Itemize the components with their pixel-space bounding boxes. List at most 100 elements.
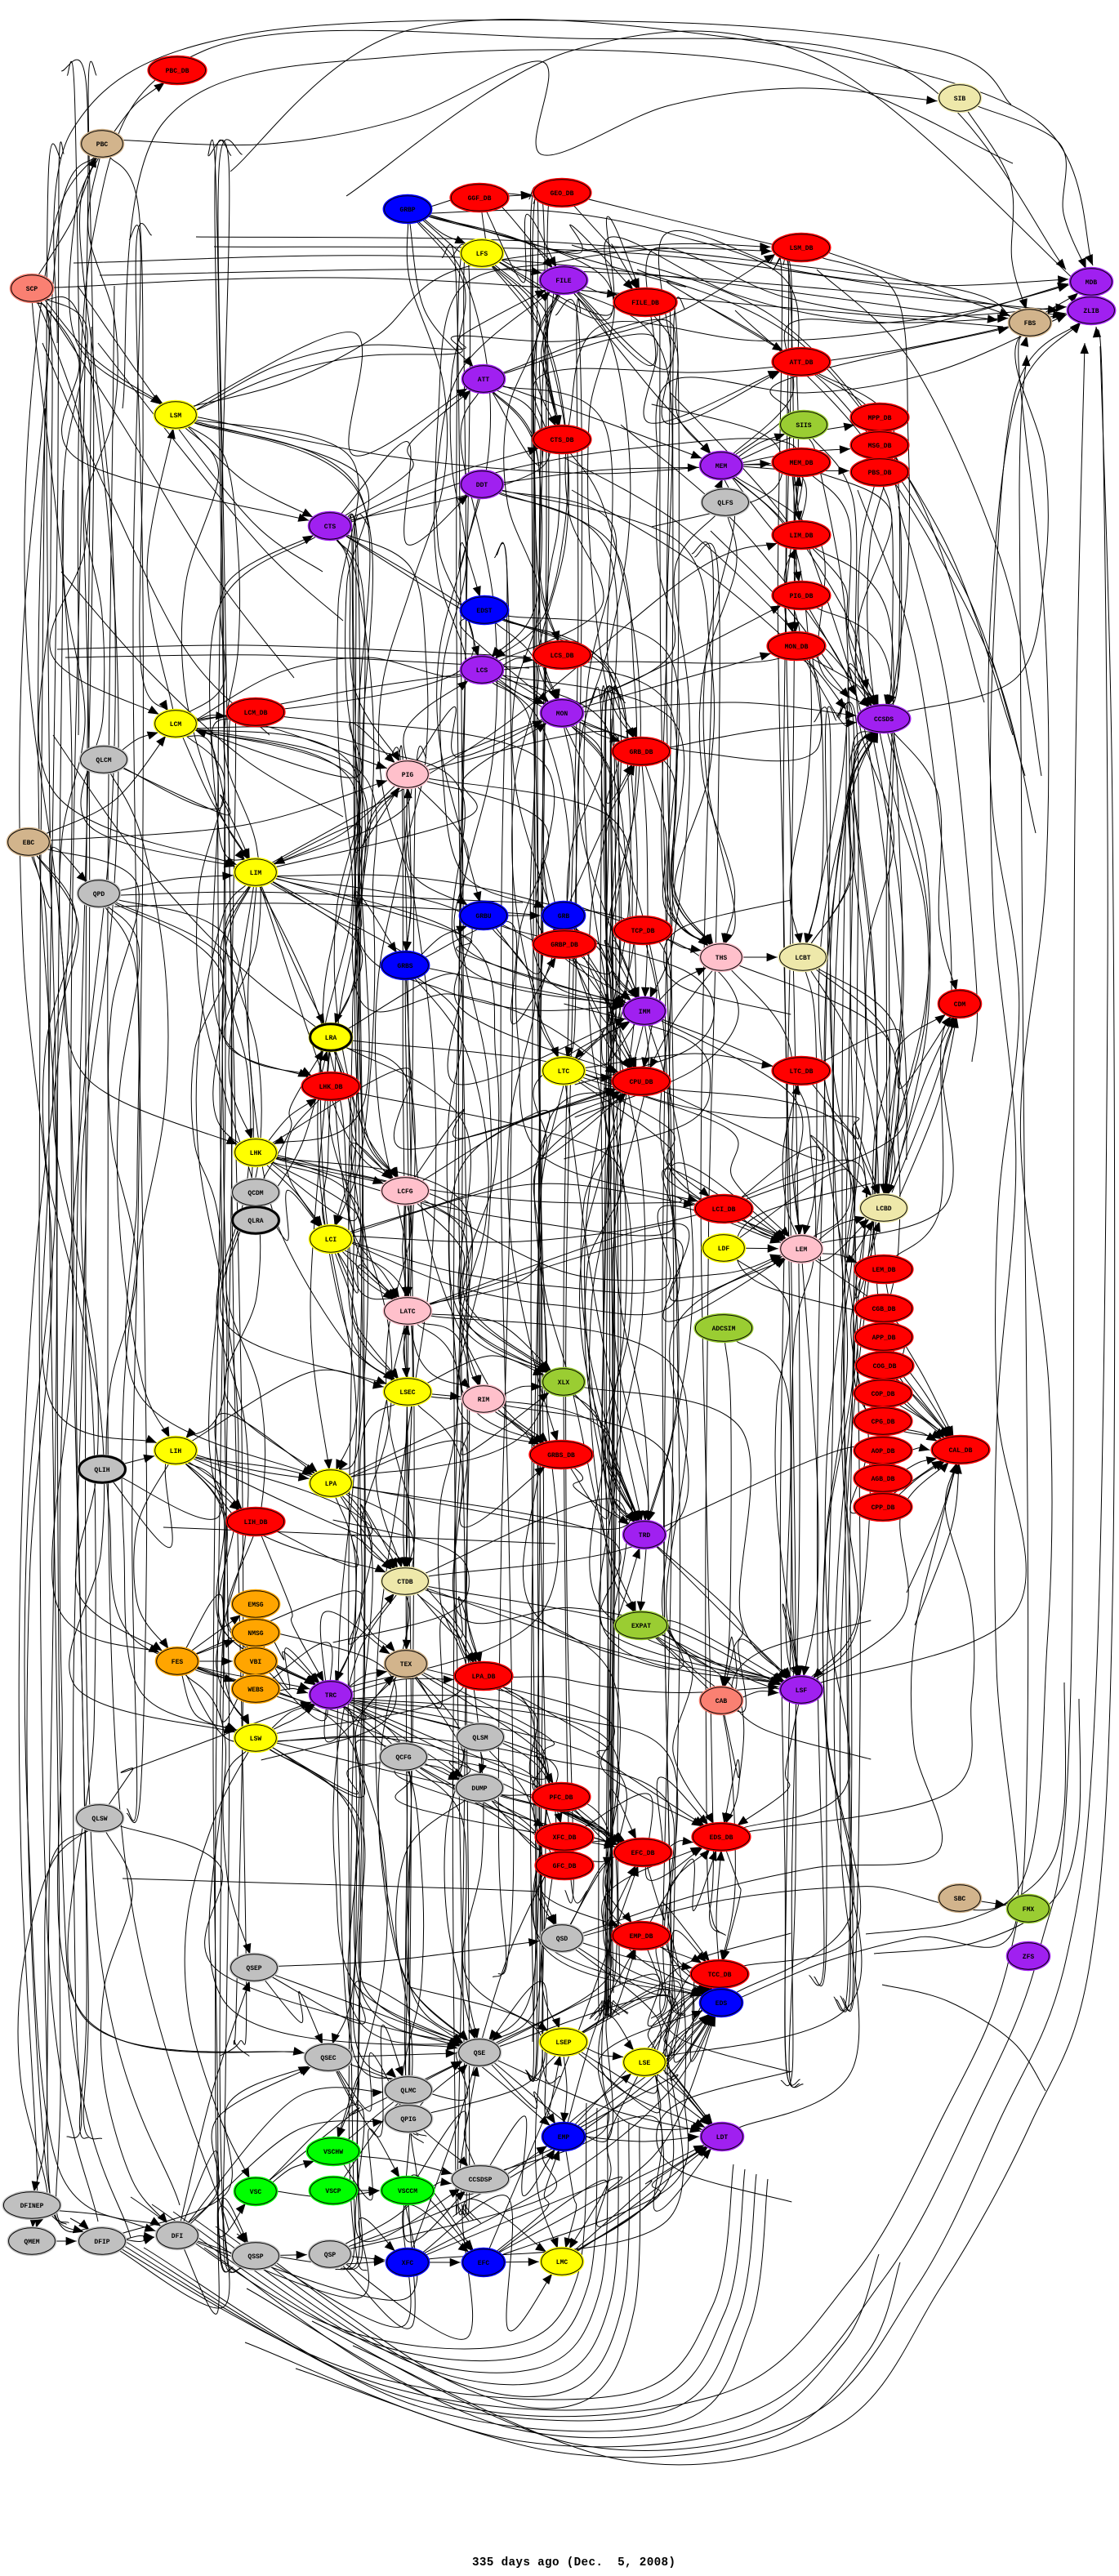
svg-text:LCM: LCM xyxy=(170,721,182,729)
svg-text:EDST: EDST xyxy=(476,608,492,615)
svg-text:PBC_DB: PBC_DB xyxy=(166,68,189,75)
svg-text:LIH_DB: LIH_DB xyxy=(244,1519,268,1526)
svg-text:QSEC: QSEC xyxy=(320,2055,336,2062)
svg-text:LIH: LIH xyxy=(170,1448,182,1455)
svg-text:COP_DB: COP_DB xyxy=(872,1391,895,1398)
svg-text:GRBP_DB: GRBP_DB xyxy=(551,942,578,949)
svg-text:VSCHW: VSCHW xyxy=(323,2149,343,2156)
svg-text:LSM_DB: LSM_DB xyxy=(790,245,814,252)
svg-text:ZFS: ZFS xyxy=(1023,1954,1035,1961)
svg-text:CCSDS: CCSDS xyxy=(874,716,894,724)
svg-text:GRBU: GRBU xyxy=(475,913,491,920)
svg-text:SCP: SCP xyxy=(26,286,38,293)
svg-text:DFI: DFI xyxy=(172,2233,184,2240)
svg-text:LSEP: LSEP xyxy=(555,2039,571,2047)
svg-text:XLX: XLX xyxy=(558,1379,570,1387)
svg-text:GRB: GRB xyxy=(558,913,570,920)
svg-text:VSCCM: VSCCM xyxy=(398,2188,417,2195)
svg-text:LTC_DB: LTC_DB xyxy=(790,1068,814,1076)
svg-text:AOP_DB: AOP_DB xyxy=(872,1448,895,1455)
svg-text:QSEP: QSEP xyxy=(246,1965,261,1972)
svg-text:QCDM: QCDM xyxy=(247,1190,263,1197)
svg-text:GEO_DB: GEO_DB xyxy=(551,190,574,198)
svg-text:THS: THS xyxy=(716,955,728,962)
svg-text:MEM: MEM xyxy=(716,463,728,470)
svg-text:LEM_DB: LEM_DB xyxy=(872,1267,896,1274)
svg-text:PBS_DB: PBS_DB xyxy=(868,470,892,477)
svg-text:LDT: LDT xyxy=(716,2134,729,2141)
svg-text:LPA: LPA xyxy=(325,1481,337,1488)
svg-text:LHK_DB: LHK_DB xyxy=(319,1084,343,1091)
svg-text:GRBS_DB: GRBS_DB xyxy=(547,1452,575,1460)
svg-text:ZLIB: ZLIB xyxy=(1083,308,1099,315)
svg-text:FBS: FBS xyxy=(1024,320,1037,328)
svg-text:SIIS: SIIS xyxy=(796,422,811,430)
svg-text:CAB: CAB xyxy=(716,1698,728,1705)
svg-text:VBI: VBI xyxy=(250,1659,262,1666)
svg-text:LCM_DB: LCM_DB xyxy=(244,710,268,717)
svg-text:QPIG: QPIG xyxy=(400,2116,416,2124)
svg-text:LCS: LCS xyxy=(476,667,488,675)
svg-text:EFC_DB: EFC_DB xyxy=(631,1850,655,1857)
svg-text:QLSM: QLSM xyxy=(472,1735,488,1742)
svg-text:EMSG: EMSG xyxy=(247,1602,263,1609)
svg-text:LCS_DB: LCS_DB xyxy=(551,653,574,660)
svg-text:LIM: LIM xyxy=(250,870,262,877)
svg-text:QMEM: QMEM xyxy=(24,2239,39,2246)
svg-text:LRA: LRA xyxy=(325,1035,337,1042)
svg-text:XFC: XFC xyxy=(402,2260,414,2267)
svg-text:QSP: QSP xyxy=(324,2252,337,2259)
svg-text:TCP_DB: TCP_DB xyxy=(631,928,655,935)
svg-text:IMM: IMM xyxy=(639,1009,651,1016)
svg-text:LSF: LSF xyxy=(796,1687,808,1695)
svg-text:FES: FES xyxy=(172,1659,184,1666)
svg-text:EDS: EDS xyxy=(716,2000,728,2008)
svg-text:EBC: EBC xyxy=(23,840,35,847)
svg-text:FMX: FMX xyxy=(1023,1906,1035,1914)
svg-text:DFIP: DFIP xyxy=(94,2239,109,2246)
svg-text:GFC_DB: GFC_DB xyxy=(553,1863,577,1870)
svg-text:LCBT: LCBT xyxy=(795,955,810,962)
svg-text:CGB_DB: CGB_DB xyxy=(872,1306,896,1313)
svg-text:TCC_DB: TCC_DB xyxy=(708,1972,732,1979)
svg-text:LHK: LHK xyxy=(250,1150,262,1157)
svg-text:GGF_DB: GGF_DB xyxy=(468,195,492,203)
svg-text:MEM_DB: MEM_DB xyxy=(790,460,814,467)
svg-text:EXPAT: EXPAT xyxy=(631,1623,651,1630)
svg-text:EDS_DB: EDS_DB xyxy=(710,1834,733,1842)
svg-text:QCFG: QCFG xyxy=(395,1754,411,1762)
svg-text:LCI_DB: LCI_DB xyxy=(712,1206,736,1214)
svg-text:PFC_DB: PFC_DB xyxy=(550,1794,573,1802)
svg-text:MON: MON xyxy=(556,711,568,718)
svg-text:CAL_DB: CAL_DB xyxy=(949,1447,973,1455)
svg-text:LDF: LDF xyxy=(718,1246,730,1253)
svg-text:ATT: ATT xyxy=(478,377,490,384)
svg-text:QSSP: QSSP xyxy=(247,2253,263,2261)
svg-text:LFS: LFS xyxy=(476,251,488,258)
svg-text:DFINEP: DFINEP xyxy=(20,2203,44,2210)
svg-text:ADCSIM: ADCSIM xyxy=(712,1326,736,1333)
svg-text:CTS: CTS xyxy=(324,524,337,531)
svg-text:DDT: DDT xyxy=(476,482,488,489)
svg-text:LIM_DB: LIM_DB xyxy=(790,533,814,540)
svg-text:CDM: CDM xyxy=(954,1001,966,1009)
svg-text:LSEC: LSEC xyxy=(399,1389,415,1397)
svg-text:TRD: TRD xyxy=(639,1532,651,1540)
svg-text:GRBP: GRBP xyxy=(399,207,415,214)
svg-text:PBC: PBC xyxy=(96,141,109,149)
svg-text:QLCM: QLCM xyxy=(96,757,111,764)
svg-text:LSM: LSM xyxy=(170,412,182,420)
svg-text:QSE: QSE xyxy=(474,2050,486,2057)
svg-text:CCSDSP: CCSDSP xyxy=(469,2177,493,2184)
svg-text:QLFS: QLFS xyxy=(717,500,733,507)
svg-text:PIG_DB: PIG_DB xyxy=(790,593,814,600)
svg-text:MSG_DB: MSG_DB xyxy=(868,443,892,450)
svg-text:TEX: TEX xyxy=(400,1661,412,1669)
svg-text:QLIH: QLIH xyxy=(94,1467,109,1474)
svg-text:EMP: EMP xyxy=(558,2134,570,2141)
svg-text:LEM: LEM xyxy=(796,1246,808,1254)
svg-text:ATT_DB: ATT_DB xyxy=(790,359,814,367)
svg-text:GRBS: GRBS xyxy=(397,963,412,970)
svg-text:EFC: EFC xyxy=(478,2260,490,2267)
svg-text:XFC_DB: XFC_DB xyxy=(553,1834,577,1842)
